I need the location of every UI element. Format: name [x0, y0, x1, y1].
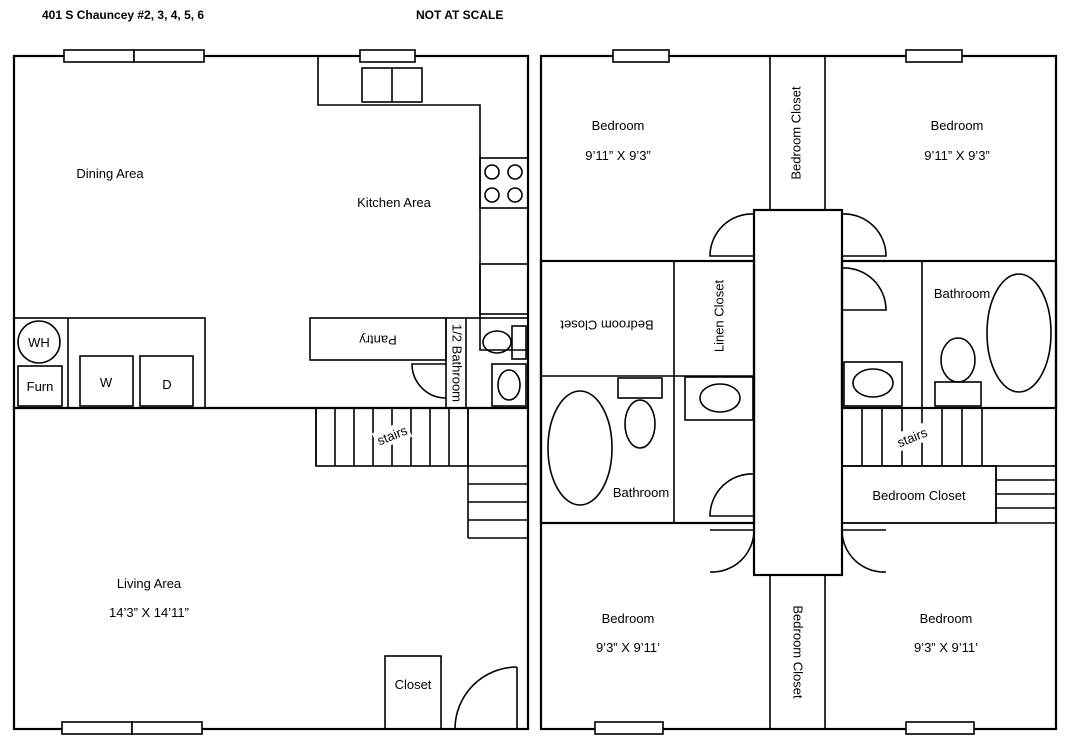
furnace: [17, 365, 63, 407]
right-bathroom-block: [840, 259, 1058, 410]
toilet-right: [940, 337, 976, 383]
kitchen-area-label: Kitchen Area: [357, 195, 431, 210]
living-area-dimensions: 14’3” X 14’11”: [109, 605, 189, 620]
water-heater-label: WH: [28, 335, 50, 350]
washer-label: W: [100, 375, 113, 390]
bedroom-tl-label: Bedroom: [592, 118, 645, 133]
address-title: 401 S Chauncey #2, 3, 4, 5, 6: [42, 8, 204, 22]
toilet-bowl: [482, 330, 512, 354]
stove: [479, 157, 529, 209]
bedroom-closet-top-label: Bedroom Closet: [788, 86, 803, 180]
window: [133, 49, 205, 63]
dining-area-label: Dining Area: [76, 166, 144, 181]
scale-note: NOT AT SCALE: [416, 8, 503, 22]
stairs-first-floor: [315, 407, 528, 539]
bedroom-bl-dimensions: 9’3” X 9’11’: [596, 640, 660, 655]
linen-closet-label: Linen Closet: [711, 279, 726, 352]
window: [63, 49, 135, 63]
washer: [79, 355, 134, 407]
window: [612, 49, 670, 63]
half-bath-door: [411, 363, 447, 399]
door: [709, 213, 755, 257]
water-heater: [17, 320, 61, 364]
door: [841, 267, 887, 311]
bedroom-br-label: Bedroom: [920, 611, 973, 626]
window: [594, 721, 664, 735]
hallway: [752, 208, 844, 577]
entry-door: [454, 666, 518, 730]
window: [61, 721, 133, 735]
bathroom-left-label: Bathroom: [613, 485, 669, 500]
kitchen-counter: [317, 56, 528, 351]
sink-right: [843, 361, 903, 407]
bathtub-left: [547, 390, 613, 506]
bathroom-right-label: Bathroom: [934, 286, 990, 301]
bedroom-closet-left-label: Bedroom Closet: [560, 318, 654, 333]
second-floor-plan: Bedroom 9’11” X 9’3” Bedroom 9’11” X 9’3…: [539, 49, 1058, 735]
bathtub-right: [986, 273, 1052, 393]
window: [359, 49, 416, 63]
dryer-label: D: [162, 377, 171, 392]
furnace-label: Furn: [27, 379, 54, 394]
coat-closet: [384, 655, 442, 730]
toilet-tank-right: [934, 381, 982, 407]
bedroom-bl-label: Bedroom: [602, 611, 655, 626]
dryer: [139, 355, 194, 407]
toilet-tank-left: [617, 377, 663, 399]
burner: [484, 164, 500, 180]
window: [905, 49, 963, 63]
window: [905, 721, 975, 735]
bedroom-closet-bottom-label: Bedroom Closet: [791, 605, 806, 699]
bedroom-br-dimensions: 9’3” X 9’11’: [914, 640, 978, 655]
refrigerator: [479, 263, 529, 315]
half-bath-label: 1/2 Bathroom: [450, 324, 465, 402]
bathroom-sink: [491, 363, 527, 407]
bedroom-tl-dimensions: 9’11” X 9’3”: [585, 148, 651, 163]
left-core: [539, 259, 756, 525]
door: [841, 213, 887, 257]
burner: [507, 187, 523, 203]
door: [709, 529, 755, 573]
first-floor-plan: Dining Area Kitchen Area Pantry 1/2 Bath…: [12, 49, 530, 735]
toilet-tank: [511, 325, 527, 360]
window: [131, 721, 203, 735]
closet-label: Closet: [395, 677, 432, 692]
pantry-label: Pantry: [359, 333, 397, 348]
bedroom-closet-right-label: Bedroom Closet: [872, 488, 966, 503]
burner: [507, 164, 523, 180]
bedroom-tr-dimensions: 9’11” X 9’3”: [924, 148, 990, 163]
bedroom-tr-label: Bedroom: [931, 118, 984, 133]
living-area-label: Living Area: [117, 576, 182, 591]
stairs-second-floor: [841, 407, 1057, 524]
door: [841, 529, 887, 573]
sink-left: [684, 376, 754, 421]
door: [709, 473, 755, 517]
burner: [484, 187, 500, 203]
toilet-left: [624, 399, 656, 449]
